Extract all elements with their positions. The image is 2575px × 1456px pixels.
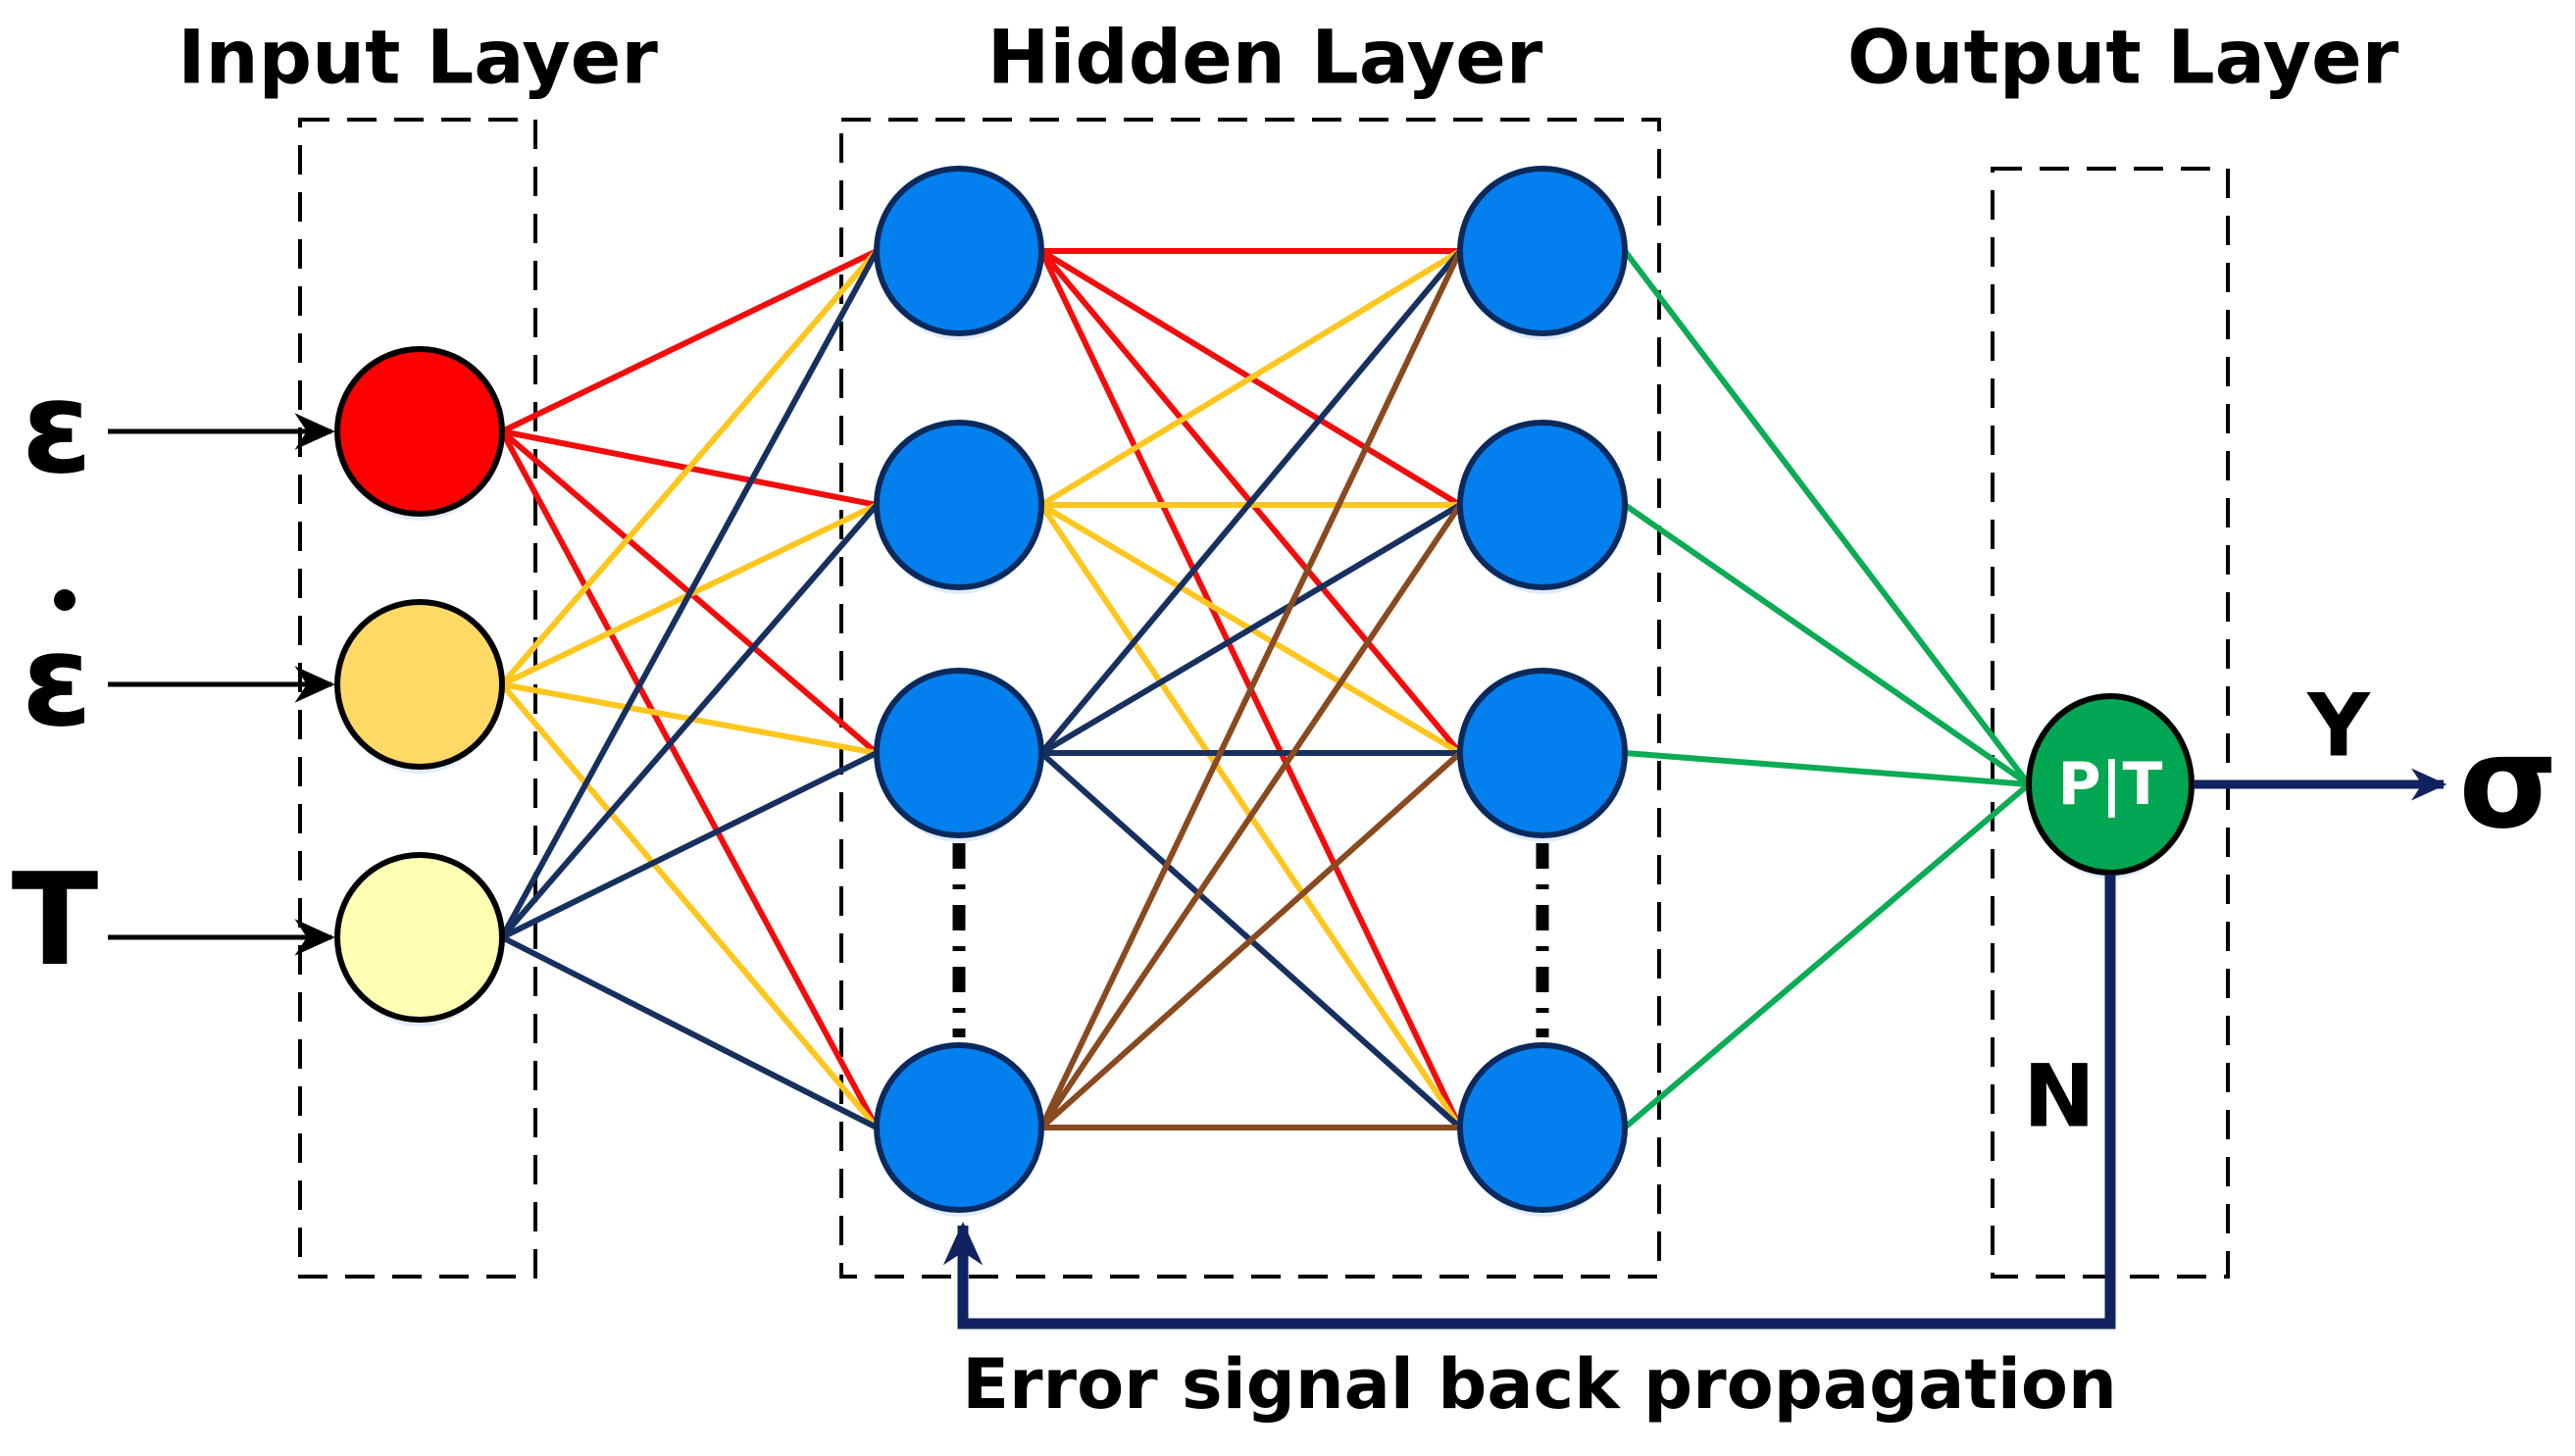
sigma-output-label: σ [2458, 708, 2557, 857]
input-node-3 [334, 852, 505, 1023]
hidden1-node-3 [874, 668, 1044, 838]
error-backprop-arrow [942, 875, 2116, 1330]
edge-hidden1-4-hidden2-2 [1038, 503, 1463, 1130]
input-layer-title: Input Layer [177, 14, 658, 101]
edge-input3-hidden1-4 [500, 934, 879, 1130]
edge-hidden1-4-hidden2-1 [1038, 249, 1463, 1130]
edge-input2-hidden1-1 [499, 249, 880, 686]
input-node-1 [334, 346, 505, 517]
edge-hidden2-1-output [1622, 249, 2032, 786]
hidden1-node-1 [874, 166, 1044, 336]
edge-hidden2-2-output [1623, 502, 2031, 787]
input-node-2 [334, 599, 505, 770]
edge-hidden1-4-hidden2-3 [1038, 750, 1463, 1130]
edge-input1-hidden1-4 [499, 429, 880, 1130]
input-label-2: ε [22, 606, 92, 755]
edge-input2-hidden1-4 [499, 682, 880, 1130]
hidden-layer-box [839, 118, 1661, 1279]
error-backprop-label: Error signal back propagation [962, 1344, 2117, 1425]
edge-hidden1-3-hidden2-2 [1039, 502, 1462, 756]
yes-branch-label: Y [2306, 676, 2371, 777]
edge-input3-hidden1-2 [499, 503, 880, 939]
hidden2-node-2 [1457, 420, 1628, 590]
edge-hidden2-3-output [1624, 750, 2030, 787]
input-label-3: T [12, 845, 99, 994]
output-layer-title: Output Layer [1847, 14, 2399, 101]
hidden1-node-4 [874, 1042, 1044, 1213]
input-label-2-dot [54, 589, 76, 611]
edge-hidden1-3-hidden2-1 [1038, 249, 1463, 755]
hidden2-node-3 [1457, 668, 1628, 838]
hidden1-node-2 [874, 420, 1044, 590]
edge-hidden2-4-output [1623, 781, 2031, 1130]
edge-input3-hidden1-3 [500, 750, 879, 940]
output-node [2026, 693, 2195, 876]
edge-input1-hidden1-1 [500, 248, 879, 434]
input-layer-box [298, 118, 537, 1279]
edge-input3-hidden1-1 [499, 249, 880, 939]
edge-hidden1-2-hidden2-1 [1039, 248, 1462, 508]
no-branch-label: N [2023, 1046, 2095, 1147]
hidden2-node-4 [1457, 1042, 1628, 1213]
output-node-label: P|T [2058, 750, 2163, 819]
input-label-1: ε [22, 353, 92, 502]
hidden2-node-1 [1457, 166, 1628, 336]
hidden-layer-title: Hidden Layer [987, 14, 1543, 101]
